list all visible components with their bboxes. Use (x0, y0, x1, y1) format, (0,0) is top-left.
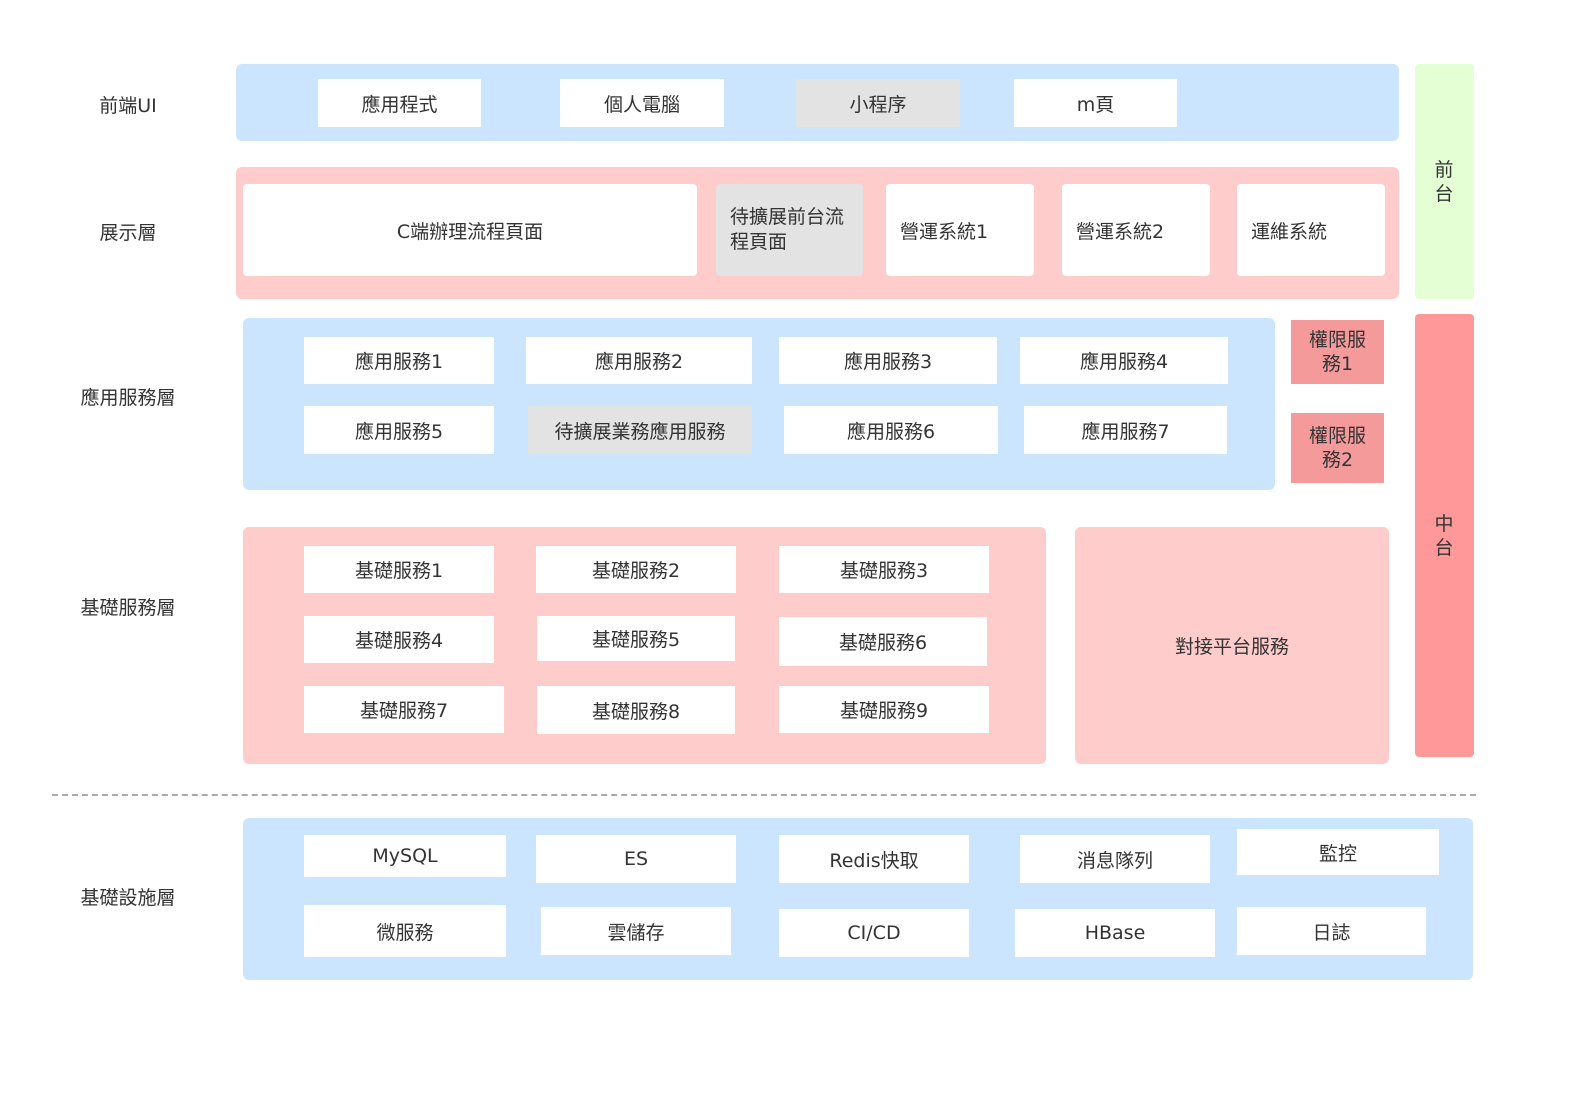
base-service-2: 基礎服務2 (536, 546, 736, 593)
infra-redis: Redis快取 (779, 835, 969, 883)
infra-mysql: MySQL (304, 835, 506, 877)
app-service-3: 應用服務3 (779, 337, 997, 384)
app-service-4: 應用服務4 (1020, 337, 1228, 384)
app-service-2: 應用服務2 (526, 337, 752, 384)
base-service-1: 基礎服務1 (304, 546, 494, 593)
infra-cloud-storage: 雲儲存 (541, 907, 731, 955)
frontend-mini-program: 小程序 (796, 79, 960, 127)
presentation-ops2: 營運系統2 (1062, 184, 1210, 276)
platform-service: 對接平台服務 (1075, 527, 1389, 764)
app-service-pending: 待擴展業務應用服務 (528, 406, 752, 454)
infra-monitor: 監控 (1237, 829, 1439, 875)
presentation-ops1: 營運系統1 (886, 184, 1034, 276)
side-front-panel (1415, 64, 1474, 299)
row-label-infra: 基礎設施層 (80, 886, 176, 909)
row-label-base-service: 基礎服務層 (80, 596, 176, 619)
base-service-3: 基礎服務3 (779, 546, 989, 593)
infra-log: 日誌 (1237, 907, 1426, 955)
infra-hbase: HBase (1015, 909, 1215, 957)
base-service-9: 基礎服務9 (779, 686, 989, 733)
permission-service-1: 權限服務1 (1291, 320, 1384, 384)
infra-es: ES (536, 835, 736, 883)
infra-microservice: 微服務 (304, 905, 506, 957)
app-service-6: 應用服務6 (784, 406, 998, 454)
base-service-8: 基礎服務8 (537, 686, 735, 734)
frontend-app: 應用程式 (318, 79, 481, 127)
row-label-presentation: 展示層 (99, 221, 157, 244)
presentation-c-page: C端辦理流程頁面 (243, 184, 697, 276)
infra-cicd: CI/CD (779, 909, 969, 957)
side-middle-panel (1415, 314, 1474, 757)
row-label-frontend-ui: 前端UI (99, 94, 157, 117)
base-service-5: 基礎服務5 (537, 616, 735, 661)
infra-mq: 消息隊列 (1020, 835, 1210, 883)
side-front-label: 前台 (1434, 159, 1454, 205)
frontend-pc: 個人電腦 (560, 79, 724, 127)
presentation-pending: 待擴展前台流程頁面 (716, 184, 863, 276)
frontend-m-page: m頁 (1014, 79, 1177, 127)
app-service-1: 應用服務1 (304, 337, 494, 384)
presentation-maint: 運維系統 (1237, 184, 1385, 276)
base-service-6: 基礎服務6 (779, 617, 987, 666)
permission-service-2: 權限服務2 (1291, 413, 1384, 483)
layer-divider (52, 794, 1476, 796)
app-service-7: 應用服務7 (1024, 406, 1227, 454)
base-service-7: 基礎服務7 (304, 686, 504, 733)
row-label-app-service: 應用服務層 (80, 386, 176, 409)
app-service-5: 應用服務5 (304, 406, 494, 454)
side-middle-label: 中台 (1434, 513, 1454, 559)
base-service-4: 基礎服務4 (304, 616, 494, 663)
